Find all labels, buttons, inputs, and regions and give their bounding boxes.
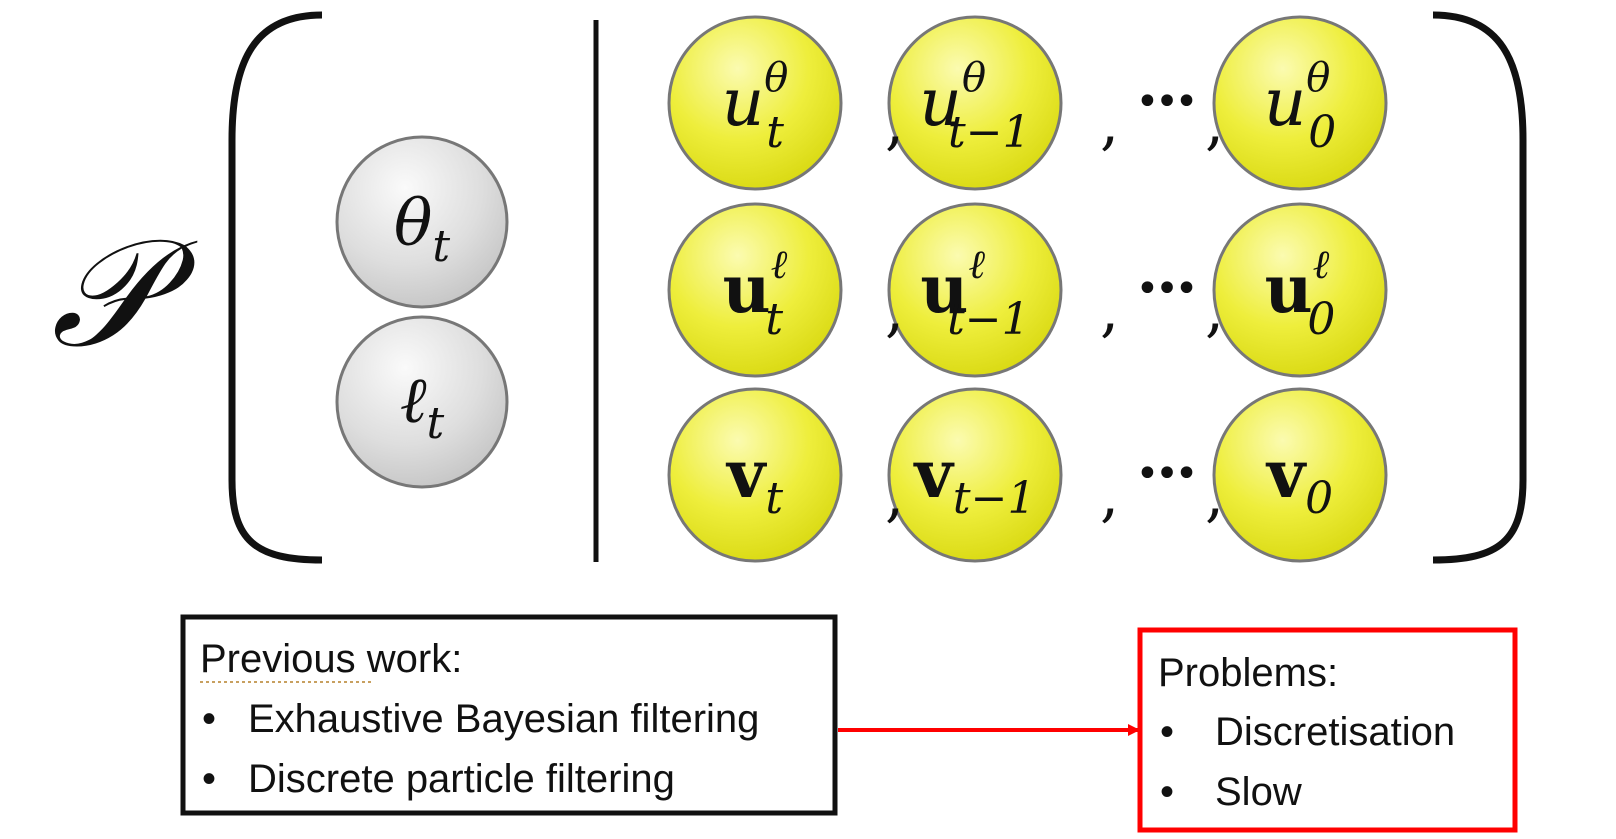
node-circle bbox=[667, 202, 843, 378]
right-parenthesis bbox=[1432, 11, 1527, 564]
node-circle bbox=[887, 387, 1063, 563]
bullet-dot: • bbox=[1160, 770, 1174, 814]
comma-separator: , bbox=[1100, 88, 1119, 158]
node-circle bbox=[887, 15, 1063, 191]
node-label: v0 bbox=[1265, 435, 1333, 524]
problem-item: Slow bbox=[1215, 770, 1302, 814]
node-base: u bbox=[1264, 64, 1307, 141]
node-base: ℓ bbox=[400, 364, 427, 438]
bullet-dot: • bbox=[1160, 710, 1174, 754]
node-base: θ bbox=[394, 187, 433, 261]
node-circle bbox=[1212, 15, 1388, 191]
comma-separator: , bbox=[1100, 275, 1119, 345]
node-base: u bbox=[920, 250, 968, 328]
problem-item: Discretisation bbox=[1215, 710, 1455, 754]
history-node: v0 bbox=[1212, 387, 1388, 563]
history-node: uθ 0 bbox=[1212, 15, 1388, 191]
node-base: u bbox=[722, 64, 765, 141]
comma-separator: , bbox=[885, 88, 904, 158]
node-sub: t bbox=[765, 473, 783, 524]
comma-separator: , bbox=[1205, 88, 1224, 158]
comma-separator: , bbox=[1205, 275, 1224, 345]
previous-work-item: Exhaustive Bayesian filtering bbox=[248, 697, 759, 741]
node-sub: t bbox=[432, 221, 450, 272]
svg-text:θt: θt bbox=[394, 187, 451, 272]
node-sub: 0 bbox=[1308, 107, 1336, 158]
bullet-dot: • bbox=[202, 697, 216, 741]
problems-heading: Problems: bbox=[1158, 651, 1338, 695]
node-sub: t bbox=[426, 398, 444, 449]
history-node: uℓ 0 bbox=[1212, 202, 1388, 378]
node-sub: t−1 bbox=[953, 473, 1036, 524]
node-sup: θ bbox=[962, 55, 986, 101]
probability-symbol: 𝒫 bbox=[51, 207, 198, 381]
node-base: v bbox=[913, 435, 955, 513]
node-circle bbox=[887, 202, 1063, 378]
node-label: uθ t−1 bbox=[919, 55, 1030, 158]
node-base: v bbox=[1265, 435, 1307, 513]
node-label: uℓ t−1 bbox=[920, 242, 1029, 345]
node-sup: θ bbox=[1306, 55, 1330, 101]
node-label: vt bbox=[725, 435, 783, 524]
history-node: vt−1 bbox=[887, 387, 1063, 563]
history-node: uθ t−1 bbox=[887, 15, 1063, 191]
svg-text:ℓt: ℓt bbox=[400, 364, 445, 449]
node-sub: 0 bbox=[1307, 294, 1335, 345]
node-circle bbox=[1212, 387, 1388, 563]
comma-separator: , bbox=[1100, 460, 1119, 530]
node-sub: t bbox=[765, 294, 783, 345]
node-circle bbox=[1212, 202, 1388, 378]
node-label: uℓ 0 bbox=[1265, 242, 1336, 345]
node-circle bbox=[667, 387, 843, 563]
previous-work-heading: Previous work: bbox=[200, 637, 462, 681]
node-sub: t−1 bbox=[947, 294, 1030, 345]
previous-work-box: Previous work: • Exhaustive Bayesian fil… bbox=[180, 614, 838, 816]
node-theta-t: θt bbox=[335, 135, 509, 309]
node-label: vt−1 bbox=[913, 435, 1036, 524]
ellipsis: ••• bbox=[1136, 451, 1195, 497]
previous-work-item: Discrete particle filtering bbox=[248, 757, 675, 801]
node-base: u bbox=[919, 64, 962, 141]
comma-separator: , bbox=[885, 460, 904, 530]
history-node: uℓ t−1 bbox=[887, 202, 1063, 378]
bullet-dot: • bbox=[202, 757, 216, 801]
node-sup: ℓ bbox=[1313, 242, 1330, 288]
node-sup: ℓ bbox=[968, 242, 985, 288]
node-base: v bbox=[725, 435, 767, 513]
ellipsis: ••• bbox=[1136, 266, 1195, 312]
node-ell-t: ℓt bbox=[335, 315, 509, 489]
left-parenthesis bbox=[228, 11, 323, 564]
node-base: u bbox=[723, 250, 771, 328]
node-sup: θ bbox=[764, 55, 788, 101]
comma-separator: , bbox=[1205, 460, 1224, 530]
problems-box: Problems: • Discretisation • Slow bbox=[1137, 627, 1518, 833]
node-sub: t−1 bbox=[948, 107, 1031, 158]
node-label: uθ 0 bbox=[1264, 55, 1337, 158]
history-node: vt bbox=[667, 387, 843, 563]
comma-separator: , bbox=[885, 275, 904, 345]
ellipsis: ••• bbox=[1136, 79, 1195, 125]
node-sup: ℓ bbox=[771, 242, 788, 288]
node-sub: 0 bbox=[1305, 473, 1333, 524]
node-circle bbox=[667, 15, 843, 191]
node-base: u bbox=[1265, 250, 1313, 328]
node-sub: t bbox=[766, 107, 784, 158]
